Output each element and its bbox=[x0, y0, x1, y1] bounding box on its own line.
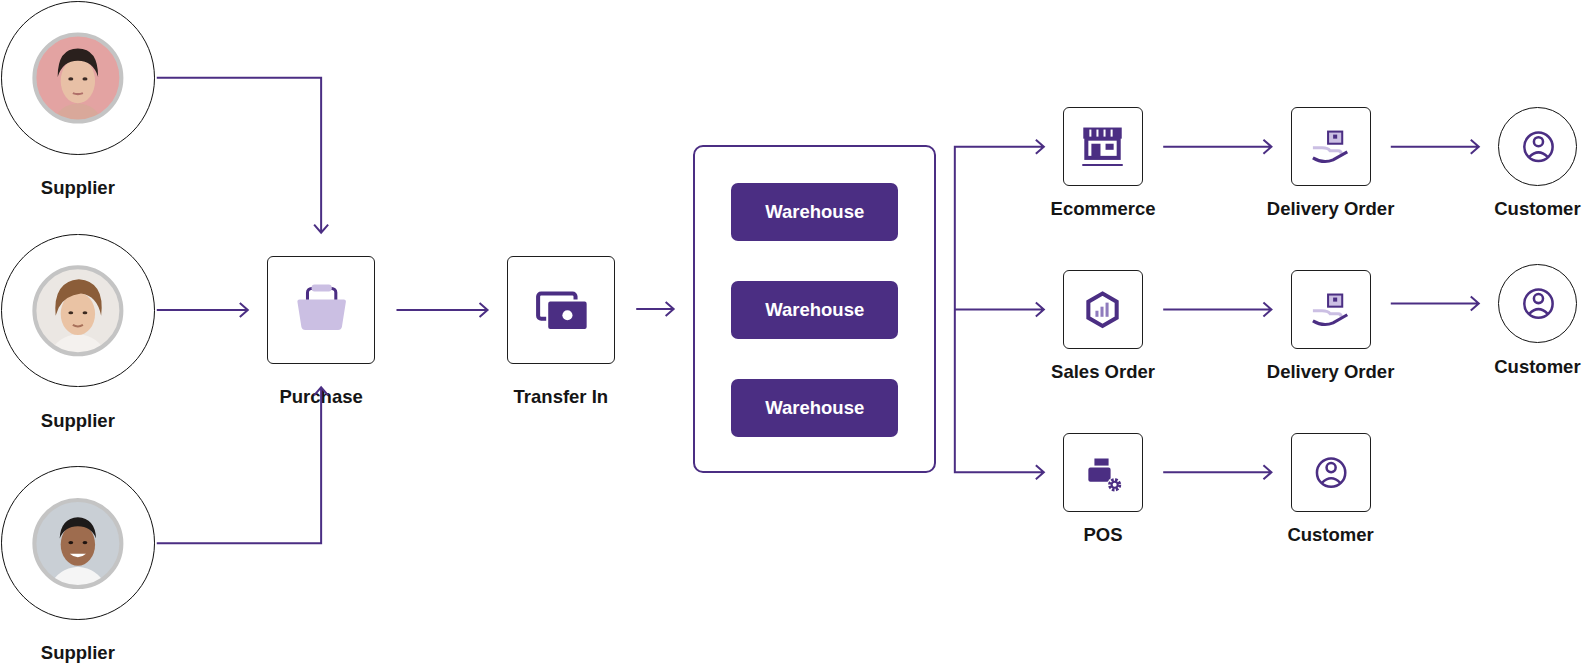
basket-icon bbox=[297, 284, 346, 330]
process-box: Delivery Order bbox=[1291, 270, 1371, 349]
delivery-icon bbox=[1313, 132, 1347, 162]
warehouse-group: WarehouseWarehouseWarehouse bbox=[693, 145, 936, 474]
node-label: Sales Order bbox=[1051, 361, 1155, 383]
money-icon bbox=[538, 294, 588, 330]
person-circle: Supplier bbox=[1, 1, 155, 155]
warehouse-box: Warehouse bbox=[731, 379, 898, 437]
node-label: Delivery Order bbox=[1267, 361, 1395, 383]
flow-arrow bbox=[955, 303, 1044, 317]
delivery-icon bbox=[1313, 295, 1347, 325]
person-circle: Customer bbox=[1498, 264, 1577, 343]
node-label: Transfer In bbox=[514, 386, 609, 408]
process-box: Delivery Order bbox=[1291, 107, 1371, 186]
photo-ring bbox=[34, 500, 121, 587]
process-box: Transfer In bbox=[507, 256, 615, 364]
flow-arrow bbox=[157, 303, 248, 317]
flow-arrow bbox=[1391, 140, 1479, 154]
flow-arrow bbox=[396, 303, 487, 317]
node-label: Supplier bbox=[41, 410, 115, 432]
node-label: POS bbox=[1083, 524, 1122, 546]
warehouse-label: Warehouse bbox=[765, 201, 864, 223]
person-icon bbox=[1524, 133, 1552, 161]
process-box: Ecommerce bbox=[1063, 107, 1143, 186]
store-icon bbox=[1082, 128, 1122, 165]
warehouse-label: Warehouse bbox=[765, 299, 864, 321]
flow-arrow bbox=[955, 140, 1044, 309]
node-label: Customer bbox=[1494, 356, 1580, 378]
flow-arrow bbox=[157, 387, 328, 543]
warehouse-box: Warehouse bbox=[731, 183, 898, 241]
flow-arrow bbox=[1163, 303, 1271, 317]
node-label: Customer bbox=[1494, 198, 1580, 220]
process-box: Sales Order bbox=[1063, 270, 1143, 349]
process-box: POS bbox=[1063, 433, 1143, 512]
node-label: Delivery Order bbox=[1267, 198, 1395, 220]
flow-arrow bbox=[1163, 465, 1271, 479]
node-label: Supplier bbox=[41, 177, 115, 199]
flow-arrow bbox=[1163, 140, 1271, 154]
supplier-photo bbox=[30, 496, 125, 591]
flow-arrow bbox=[636, 302, 673, 316]
photo-ring bbox=[34, 267, 121, 354]
node-label: Ecommerce bbox=[1051, 198, 1156, 220]
sales-icon bbox=[1088, 294, 1116, 326]
flow-arrow bbox=[955, 309, 1044, 479]
process-box: Purchase bbox=[267, 256, 375, 364]
photo-ring bbox=[34, 34, 121, 121]
node-label: Customer bbox=[1287, 524, 1373, 546]
person-circle: Supplier bbox=[1, 466, 155, 620]
flow-arrow bbox=[1391, 296, 1479, 310]
pos-icon bbox=[1088, 458, 1122, 492]
process-box: Customer bbox=[1291, 433, 1371, 512]
person-icon bbox=[1317, 458, 1345, 486]
node-label: Supplier bbox=[41, 642, 115, 664]
warehouse-label: Warehouse bbox=[765, 397, 864, 419]
person-icon bbox=[1524, 289, 1552, 317]
person-circle: Customer bbox=[1498, 107, 1577, 186]
warehouse-box: Warehouse bbox=[731, 281, 898, 339]
flow-arrow bbox=[157, 78, 328, 233]
supplier-photo bbox=[30, 263, 125, 358]
person-circle: Supplier bbox=[1, 234, 155, 388]
supplier-photo bbox=[30, 30, 125, 125]
